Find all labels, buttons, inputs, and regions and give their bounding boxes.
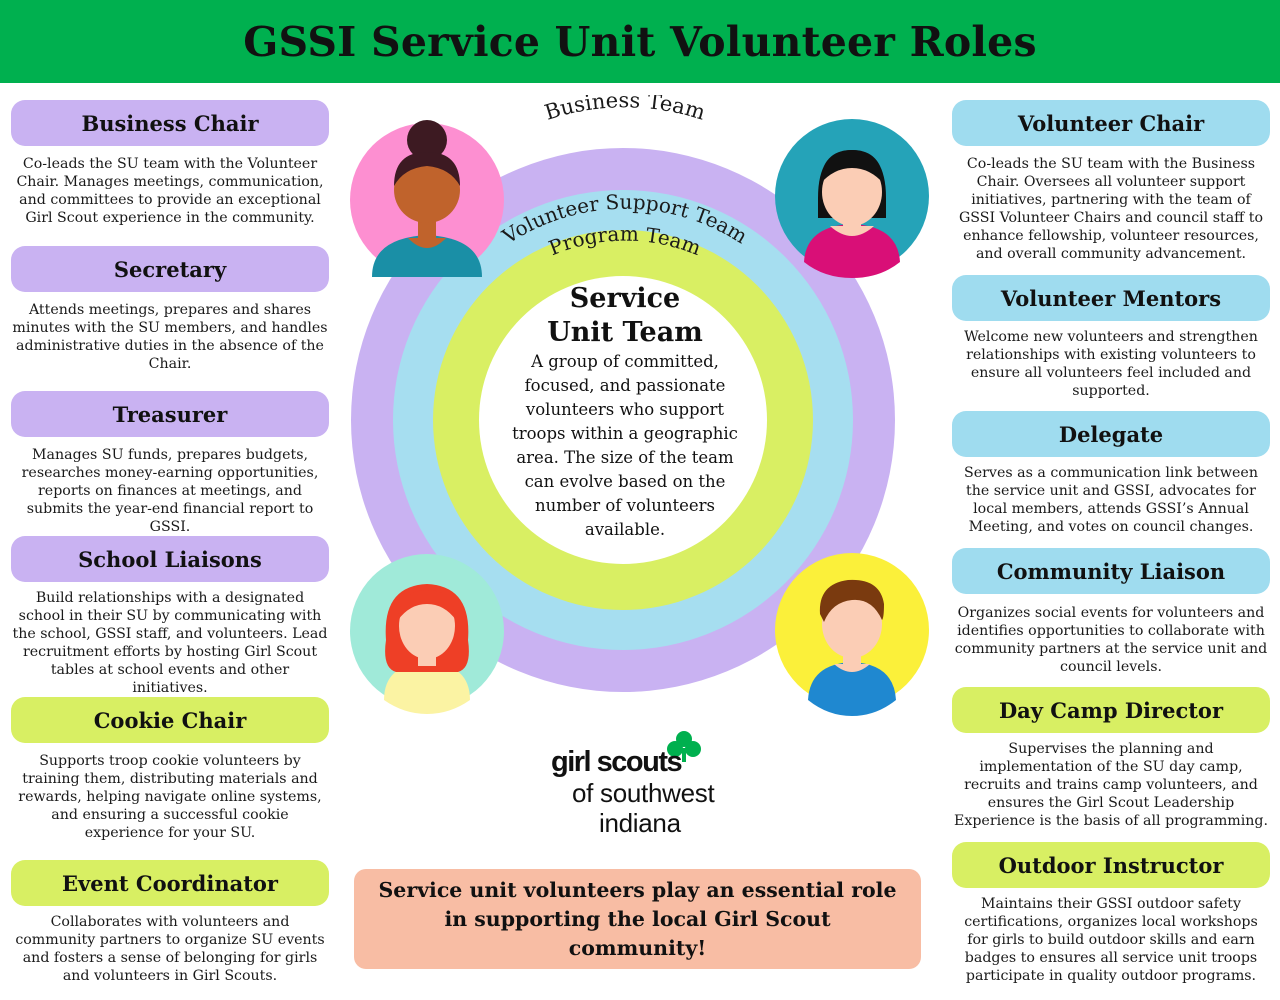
role-treasurer: Treasurer [11, 391, 329, 437]
avatar-woman-bun-icon [350, 120, 504, 277]
role-day-camp-director-desc: Supervises the planning and implementati… [953, 741, 1268, 829]
role-volunteer-mentors-desc: Welcome new volunteers and strengthen re… [964, 329, 1258, 399]
role-outdoor-instructor-desc: Maintains their GSSI outdoor safety cert… [964, 896, 1258, 984]
role-volunteer-chair-desc: Co-leads the SU team with the Business C… [958, 156, 1264, 262]
business-team-label: Business Team [542, 95, 708, 125]
avatar-man-brown-hair-icon [775, 553, 929, 716]
role-event-coordinator: Event Coordinator [11, 860, 329, 906]
logo-text-line1: girl scouts [551, 746, 683, 778]
role-school-liaisons-desc: Build relationships with a designated sc… [12, 590, 328, 696]
avatar-girl-red-hair-icon [350, 554, 504, 714]
role-volunteer-mentors: Volunteer Mentors [952, 275, 1270, 321]
team-rings-diagram: Business Team Volunteer Support Team Pro… [350, 95, 929, 716]
girl-scouts-logo: girl scouts of southwest indiana [548, 730, 738, 840]
role-secretary: Secretary [11, 246, 329, 292]
role-school-liaisons: School Liaisons [11, 536, 329, 582]
role-community-liaison: Community Liaison [952, 548, 1270, 594]
header-bar: GSSI Service Unit Volunteer Roles [0, 0, 1280, 83]
trefoil-clover-icon [667, 731, 701, 762]
role-day-camp-director: Day Camp Director [952, 687, 1270, 733]
role-event-coordinator-desc: Collaborates with volunteers and communi… [15, 914, 325, 984]
role-volunteer-chair: Volunteer Chair [952, 100, 1270, 146]
role-business-chair-desc: Co-leads the SU team with the Volunteer … [16, 156, 324, 226]
role-treasurer-desc: Manages SU funds, prepares budgets, rese… [21, 447, 319, 535]
page-title: GSSI Service Unit Volunteer Roles [243, 17, 1037, 66]
role-delegate: Delegate [952, 411, 1270, 457]
avatar-woman-black-hair-icon [775, 119, 929, 278]
role-cookie-chair: Cookie Chair [11, 697, 329, 743]
role-business-chair: Business Chair [11, 100, 329, 146]
logo-text-line2: of southwest [572, 778, 715, 808]
role-outdoor-instructor: Outdoor Instructor [952, 842, 1270, 888]
closing-banner: Service unit volunteers play an essentia… [354, 869, 921, 969]
logo-text-line3: indiana [599, 808, 681, 838]
center-title-line2: Unit Team [547, 317, 703, 348]
role-cookie-chair-desc: Supports troop cookie volunteers by trai… [18, 753, 322, 841]
role-community-liaison-desc: Organizes social events for volunteers a… [954, 605, 1268, 675]
center-title-line1: Service [569, 283, 681, 314]
service-unit-team-desc: A group of committed, focused, and passi… [512, 352, 738, 539]
role-delegate-desc: Serves as a communication link between t… [964, 465, 1258, 535]
service-unit-core [479, 276, 767, 564]
service-unit-team-title: Service Unit Team [500, 282, 750, 350]
role-secretary-desc: Attends meetings, prepares and shares mi… [12, 302, 328, 372]
